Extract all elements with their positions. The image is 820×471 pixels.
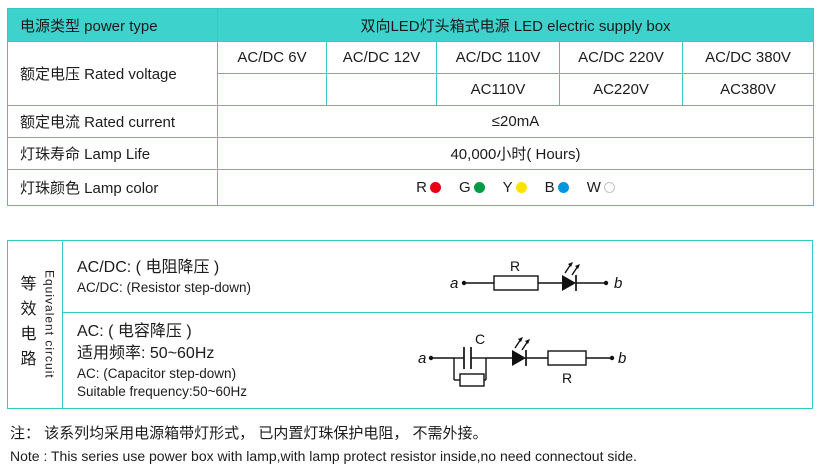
equivalent-circuit-table: 等效电路 Equivalent circuit AC/DC: ( 电阻降压 ) … — [7, 240, 813, 409]
capacitor-stepdown-circuit-icon: a C — [418, 331, 626, 387]
lamp-life-label: 灯珠寿命 Lamp Life — [7, 137, 218, 170]
note-en: Note : This series use power box with la… — [10, 448, 637, 464]
rated-current-value: ≤20mA — [217, 105, 814, 138]
acdc-title-en: AC/DC: (Resistor step-down) — [77, 279, 252, 295]
power-type-value: 双向LED灯头箱式电源 LED electric supply box — [217, 8, 814, 42]
capacitor-symbol: C — [463, 331, 485, 369]
voltage-option: AC/DC 220V — [559, 41, 683, 74]
svg-text:C: C — [475, 331, 485, 347]
resistor-symbol: R — [493, 258, 539, 291]
ac-frequency-en: Suitable frequency:50~60Hz — [77, 383, 247, 399]
acdc-title-cn: AC/DC: ( 电阻降压 ) — [77, 258, 220, 276]
color-letter: G — [458, 179, 471, 196]
lamp-life-value: 40,000小时( Hours) — [217, 137, 814, 170]
acdc-circuit-text: AC/DC: ( 电阻降压 ) AC/DC: (Resistor step-do… — [63, 257, 393, 297]
color-letter: R — [416, 179, 427, 196]
ac-frequency-cn: 适用频率: 50~60Hz — [77, 344, 215, 362]
red-dot-icon — [429, 182, 441, 193]
white-dot-icon — [603, 182, 615, 193]
blue-dot-icon — [557, 182, 569, 193]
color-yellow: Y — [503, 179, 527, 196]
side-label-wrap: 等效电路 Equivalent circuit — [8, 245, 62, 405]
note-cn: 注： 该系列均采用电源箱带灯形式， 已内置灯珠保护电阻， 不需外接。 — [10, 425, 488, 442]
ac-circuit-text: AC: ( 电容降压 ) 适用频率: 50~60Hz AC: (Capacito… — [63, 321, 393, 401]
voltage-option: AC380V — [682, 73, 814, 106]
color-letter: Y — [502, 179, 513, 196]
lamp-color-value: R G Y B W — [217, 169, 814, 206]
side-label-en: Equivalent circuit — [42, 270, 57, 379]
color-letter: W — [586, 179, 601, 196]
color-letter: B — [544, 179, 555, 196]
led-symbol — [562, 261, 580, 291]
lamp-color-swatches: R G Y B W — [218, 179, 813, 196]
voltage-option-empty — [326, 73, 437, 106]
ac-title-en: AC: (Capacitor step-down) — [77, 365, 237, 381]
led-symbol — [512, 336, 530, 366]
voltage-option: AC110V — [436, 73, 560, 106]
voltage-option: AC/DC 6V — [217, 41, 327, 74]
svg-text:a: a — [450, 275, 458, 292]
voltage-option: AC/DC 110V — [436, 41, 560, 74]
series-resistor-symbol: R — [547, 349, 587, 386]
resistor-stepdown-circuit-icon: a R — [450, 258, 622, 292]
rated-current-label: 额定电流 Rated current — [7, 105, 218, 138]
voltage-option: AC/DC 12V — [326, 41, 437, 74]
parallel-resistor-symbol — [454, 357, 487, 387]
svg-text:b: b — [614, 275, 622, 292]
voltage-option-empty — [217, 73, 327, 106]
acdc-circuit-row: AC/DC: ( 电阻降压 ) AC/DC: (Resistor step-do… — [62, 240, 813, 313]
color-green: G — [459, 179, 485, 196]
yellow-dot-icon — [515, 182, 527, 193]
footer-notes: 注： 该系列均采用电源箱带灯形式， 已内置灯珠保护电阻， 不需外接。 Note … — [7, 422, 813, 467]
svg-text:R: R — [562, 370, 572, 386]
acdc-circuit-diagram: a R — [393, 251, 693, 303]
svg-text:a: a — [418, 350, 426, 367]
color-red: R — [416, 179, 441, 196]
color-white: W — [587, 179, 615, 196]
ac-circuit-diagram: a C — [393, 328, 693, 394]
svg-text:R: R — [510, 258, 520, 274]
lamp-color-label: 灯珠颜色 Lamp color — [7, 169, 218, 206]
ac-title-cn: AC: ( 电容降压 ) — [77, 322, 192, 340]
ac-circuit-row: AC: ( 电容降压 ) 适用频率: 50~60Hz AC: (Capacito… — [62, 312, 813, 409]
voltage-option: AC220V — [559, 73, 683, 106]
voltage-option: AC/DC 380V — [682, 41, 814, 74]
green-dot-icon — [473, 182, 485, 193]
equivalent-circuit-side-label: 等效电路 Equivalent circuit — [7, 240, 63, 409]
power-type-label: 电源类型 power type — [7, 8, 218, 42]
color-blue: B — [545, 179, 569, 196]
side-label-cn: 等效电路 — [17, 274, 35, 375]
svg-text:b: b — [618, 350, 626, 367]
spec-table: 电源类型 power type 双向LED灯头箱式电源 LED electric… — [7, 8, 814, 206]
rated-voltage-label: 额定电压 Rated voltage — [7, 41, 218, 106]
